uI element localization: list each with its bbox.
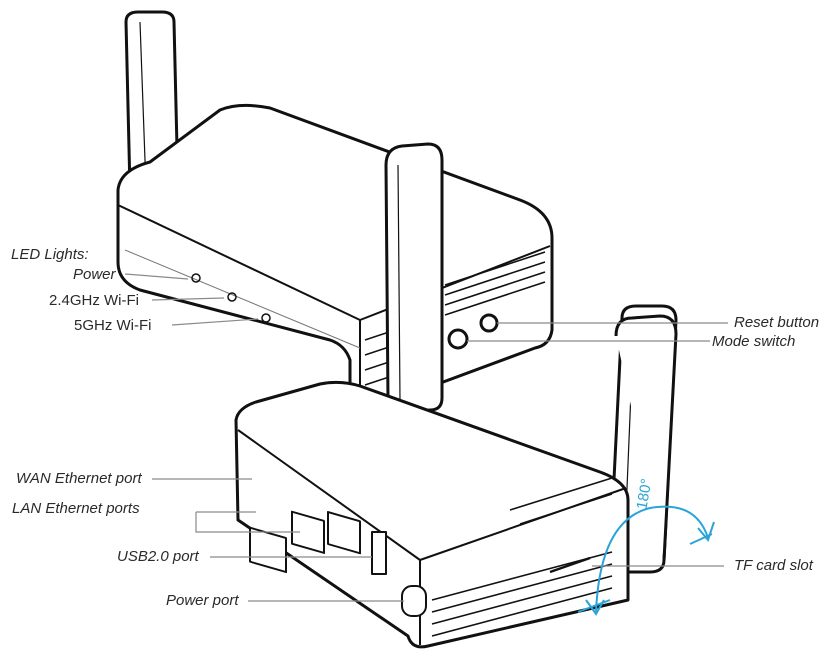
led-icons [191, 273, 271, 323]
leader-wifi24 [151, 297, 225, 301]
power-led-label: Power [73, 266, 116, 283]
rotation-arc [595, 505, 709, 613]
mode-switch-label: Mode switch [712, 333, 796, 350]
power-port-shape [401, 585, 427, 617]
ethernet-ports [249, 510, 361, 574]
antenna-front [384, 142, 444, 414]
leader-lan [195, 512, 300, 533]
lan-port-1 [291, 510, 325, 554]
leader-power [124, 273, 189, 280]
wan-port [249, 526, 287, 574]
rotation-arrow-bottom [585, 599, 605, 616]
antenna-back [124, 10, 180, 192]
reset-button-label: Reset button [734, 314, 820, 331]
top-router [116, 10, 554, 414]
leader-wifi5 [171, 318, 259, 326]
power-led-icon [191, 273, 201, 283]
power-port-label: Power port [166, 592, 239, 609]
lan-port-2 [327, 511, 361, 555]
antenna-right-front [614, 314, 678, 561]
usb-port [371, 531, 387, 575]
wifi24-led-label: 2.4GHz Wi-Fi [49, 292, 139, 309]
usb-port-label: USB2.0 port [117, 548, 199, 565]
wifi5-led-icon [261, 313, 271, 323]
wifi24-led-icon [227, 292, 237, 302]
rotation-indicator [577, 505, 715, 616]
wifi5-led-label: 5GHz Wi-Fi [74, 317, 152, 334]
tf-slot-shape [549, 556, 591, 574]
mode-switch-icon [447, 328, 469, 350]
bottom-router-vents [431, 477, 613, 637]
tf-card-slot-label: TF card slot [734, 557, 813, 574]
wan-port-label: WAN Ethernet port [16, 470, 142, 487]
bottom-router [234, 304, 678, 649]
rotation-arrow-top [697, 521, 715, 543]
top-router-body [116, 103, 554, 407]
leader-lines [124, 273, 728, 602]
led-lights-label: LED Lights: [11, 246, 89, 263]
bottom-router-body [234, 380, 630, 649]
rotation-label: 180° [633, 477, 655, 511]
reset-button-icon [479, 313, 499, 333]
lan-ports-label: LAN Ethernet ports [12, 500, 140, 517]
